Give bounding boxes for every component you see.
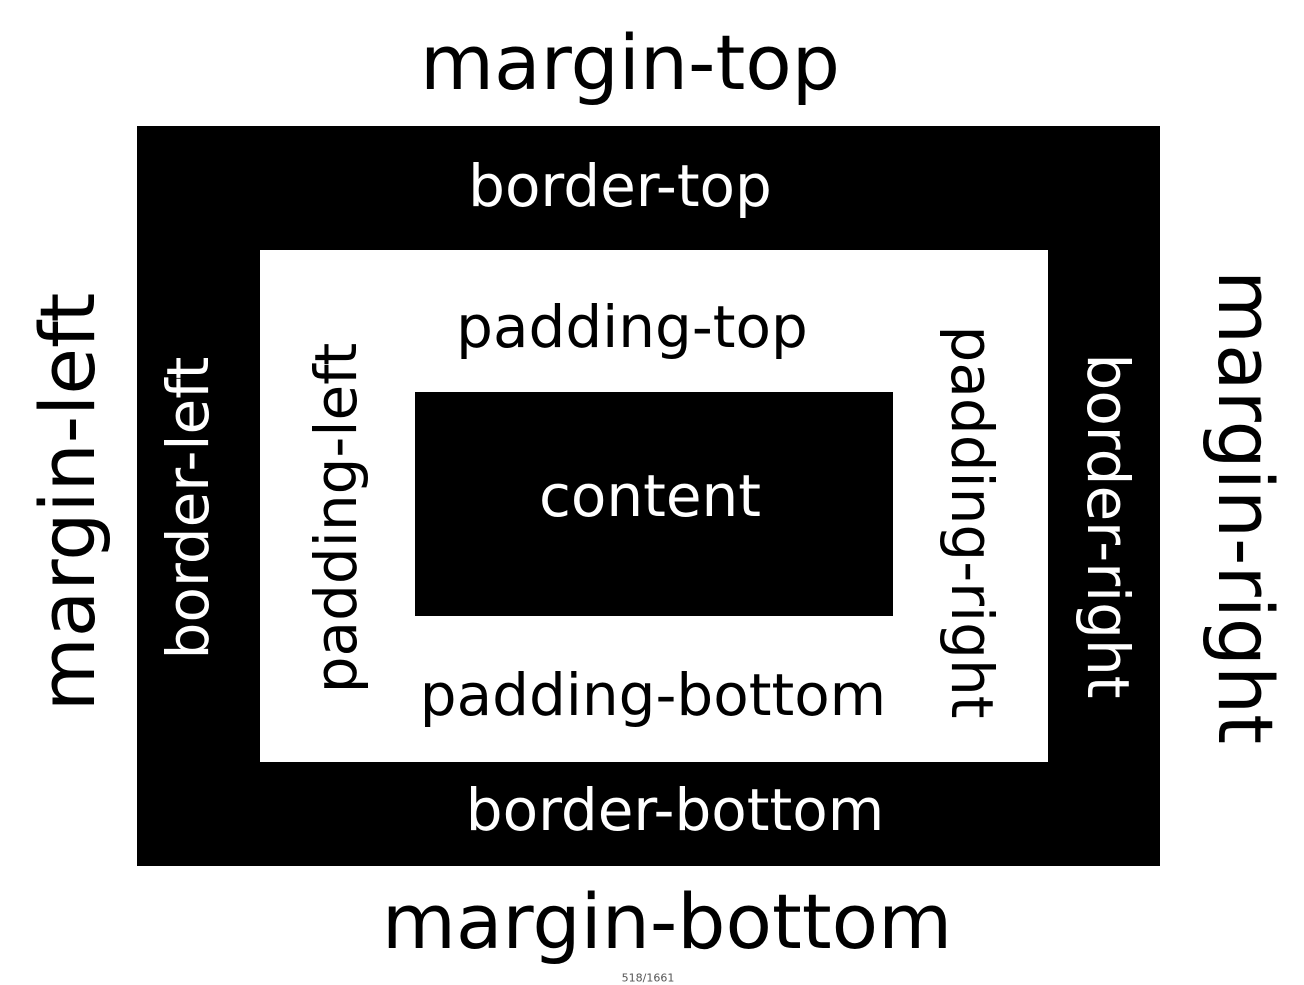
margin-right-label: margin-right — [1201, 269, 1290, 745]
border-right-label: border-right — [1074, 353, 1142, 699]
content-label: content — [538, 462, 762, 530]
page-counter: 518/1661 — [621, 971, 675, 985]
margin-top-label: margin-top — [419, 18, 841, 107]
padding-left-label: padding-left — [302, 342, 370, 694]
padding-top-label: padding-top — [456, 293, 808, 361]
margin-bottom-label: margin-bottom — [381, 877, 953, 966]
margin-left-label: margin-left — [23, 292, 112, 712]
padding-bottom-label: padding-bottom — [419, 661, 887, 729]
border-left-label: border-left — [154, 356, 222, 660]
border-bottom-label: border-bottom — [465, 776, 885, 844]
border-top-label: border-top — [468, 152, 772, 220]
padding-right-label: padding-right — [938, 325, 1006, 719]
content-area — [415, 392, 893, 616]
